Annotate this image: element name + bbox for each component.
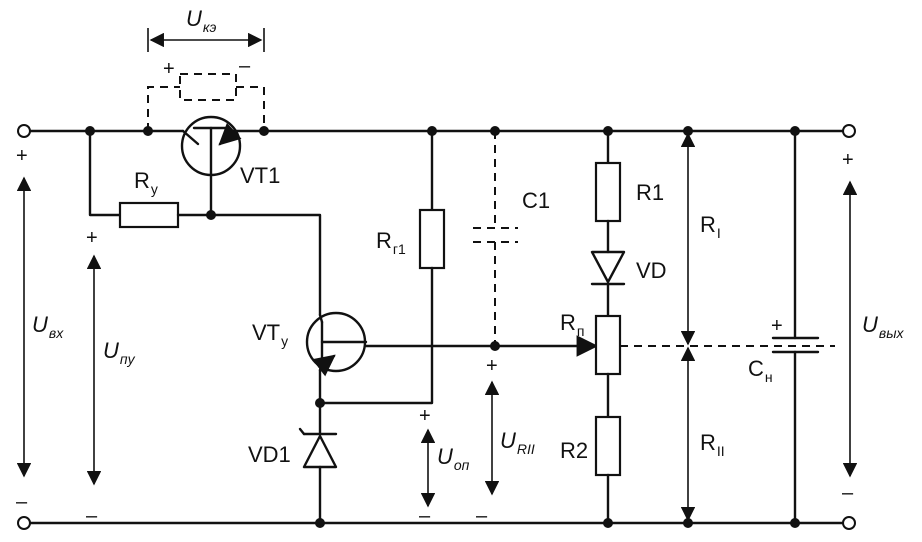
label-rp: Rп <box>560 310 584 339</box>
label-rg1: Rг1 <box>376 228 406 257</box>
label-vd: VD <box>636 258 667 283</box>
input-terminal-bottom <box>17 516 31 530</box>
label-vd1: VD1 <box>248 442 291 467</box>
svg-text:–: – <box>239 55 251 77</box>
label-uke: Uкэ <box>186 6 217 35</box>
label-urii: URII <box>500 428 535 457</box>
svg-text:+: + <box>486 355 498 377</box>
label-r1: R1 <box>636 180 664 205</box>
resistor-ry <box>88 129 322 317</box>
zener-vd1 <box>298 401 338 525</box>
transistor-vty <box>305 311 368 405</box>
output-terminal-top <box>842 124 856 138</box>
capacitor-cn <box>771 129 820 525</box>
label-vt1: VT1 <box>240 163 280 188</box>
label-rii: RII <box>700 430 725 459</box>
label-cn: Cн <box>748 356 773 385</box>
svg-text:–: – <box>842 482 854 504</box>
input-terminal-top <box>17 124 31 138</box>
svg-text:+: + <box>86 227 98 249</box>
label-ri: RI <box>700 212 721 241</box>
svg-text:–: – <box>86 505 98 527</box>
label-upu: Uпу <box>103 338 136 367</box>
svg-text:+: + <box>842 149 854 171</box>
junction-dots <box>85 126 800 528</box>
svg-text:–: – <box>476 505 488 527</box>
label-r2: R2 <box>560 438 588 463</box>
label-ry: Rу <box>134 168 158 197</box>
label-uvyx: Uвых <box>862 312 905 341</box>
label-vty: VTу <box>252 320 288 349</box>
capacitor-c1 <box>473 131 518 346</box>
svg-text:+: + <box>771 315 783 337</box>
polarity-signs: + – + – + – + – + – + + – <box>16 55 854 527</box>
transistor-vt1 <box>180 115 242 217</box>
svg-text:+: + <box>16 145 28 167</box>
label-uvx: Uвх <box>32 312 64 341</box>
label-uop: Uоп <box>437 444 470 473</box>
uke-dashed-loop <box>147 28 265 131</box>
label-c1: C1 <box>522 188 550 213</box>
output-terminal-bottom <box>842 516 856 530</box>
divider-branch <box>590 129 626 525</box>
svg-text:–: – <box>419 505 431 527</box>
svg-text:+: + <box>419 405 431 427</box>
svg-text:–: – <box>16 491 28 513</box>
svg-text:+: + <box>163 58 175 80</box>
resistor-rg1 <box>318 129 446 405</box>
